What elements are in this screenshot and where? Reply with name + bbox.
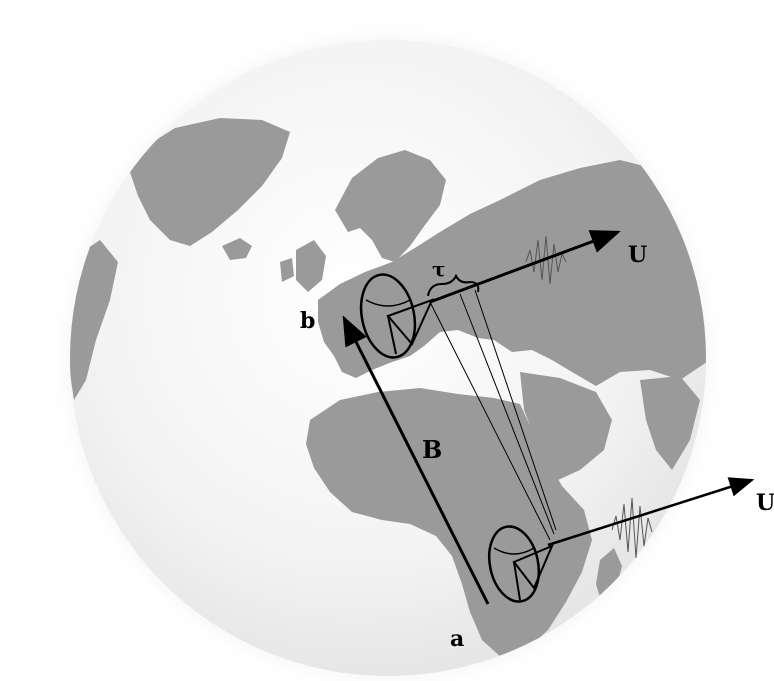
label-baseline: B bbox=[422, 435, 442, 464]
label-b: b bbox=[300, 308, 315, 334]
label-source-direction-top: U bbox=[628, 242, 647, 268]
label-a: a bbox=[450, 626, 464, 652]
label-delay: τ bbox=[432, 257, 445, 281]
label-source-direction-bottom: U bbox=[756, 490, 774, 516]
